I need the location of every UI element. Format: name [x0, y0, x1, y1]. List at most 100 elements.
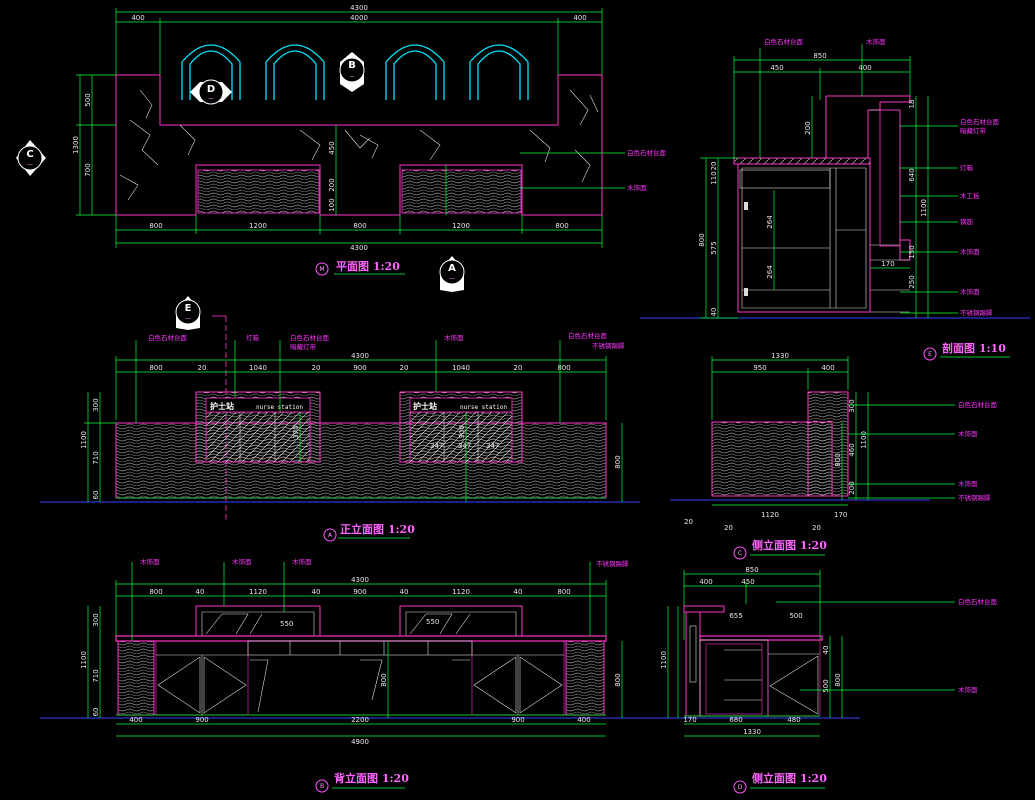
back-dim-t4: 40 — [312, 588, 321, 596]
section-note-lamp: 灯箱 — [960, 163, 974, 172]
plan-dim-bot-c: 800 — [353, 222, 366, 230]
section-dim-264a: 264 — [766, 215, 774, 229]
front-dim-g1: 347 — [430, 442, 443, 450]
side-elevation-d: 850 400 450 655 500 170 680 480 1330 110… — [660, 566, 998, 794]
svg-text:D: D — [738, 784, 743, 791]
sidec-dim-b4: 20 — [724, 524, 733, 532]
sidec-dim-total: 1330 — [771, 352, 789, 360]
plan-dim-top-total: 4300 — [350, 4, 368, 12]
sidec-dim-b1: 20 — [684, 518, 693, 526]
back-dim-t7: 1120 — [452, 588, 470, 596]
sided-dim-t1: 400 — [699, 578, 712, 586]
sided-dim-b3: 480 — [787, 716, 800, 724]
sidec-note-wood: 木饰面 — [958, 429, 978, 438]
back-note-wood: 木饰面 — [140, 557, 160, 566]
front-note-wood: 木饰面 — [444, 333, 464, 342]
sidec-title: 侧立面图 1:20 — [752, 538, 827, 552]
back-note-stainless: 不锈钢踢脚 — [596, 559, 629, 568]
back-dim-800b: 800 — [380, 673, 388, 686]
plan-dim-bot-total: 4300 — [350, 244, 368, 252]
section-dim-575: 575 — [710, 241, 718, 254]
plan-dim-top-right: 400 — [573, 14, 586, 22]
section-dim-264b: 264 — [766, 265, 774, 279]
front-dim-60: 60 — [92, 491, 100, 500]
front-sign-en-2: nurse station — [460, 404, 507, 411]
plan-note-stone: 白色石材台面 — [627, 148, 667, 157]
sidec-dim-b5: 20 — [812, 524, 821, 532]
section-view: 850 450 400 800 575 110 20 40 — [640, 37, 1030, 361]
section-note-board: 木饰面 — [960, 287, 980, 296]
svg-text:B: B — [348, 60, 356, 71]
section-note-frame: 木工板 — [960, 191, 980, 200]
sidec-dim-300: 300 — [848, 399, 856, 412]
section-note-floor: 不锈钢踢脚 — [960, 308, 993, 317]
svg-text:M: M — [319, 266, 324, 273]
front-note-tube: 暗藏灯带 — [290, 342, 317, 351]
section-dim-20: 20 — [710, 162, 718, 171]
section-dim-110: 110 — [710, 171, 718, 184]
back-dim-b2: 900 — [195, 716, 208, 724]
front-elevation: E — 4300 800 20 1040 20 900 20 1040 20 8… — [40, 296, 640, 542]
front-dim-g3: 347 — [486, 442, 499, 450]
back-elevation: 4300 800 40 1120 40 900 40 1120 40 800 5… — [40, 557, 660, 793]
front-note-lamp: 灯箱 — [246, 333, 260, 342]
plan-view: 4300 400 4000 400 1300 500 700 — [16, 4, 667, 292]
svg-text:—: — — [185, 315, 191, 322]
back-dim-t8: 40 — [514, 588, 523, 596]
sidec-note-stone: 白色石材台面 — [958, 400, 998, 409]
back-dim-b4: 900 — [511, 716, 524, 724]
section-title: 剖面图 1:10 — [942, 341, 1006, 355]
sided-note-stone: 白色石材台面 — [958, 597, 998, 606]
front-dim-300: 300 — [92, 398, 100, 411]
svg-text:—: — — [27, 161, 33, 168]
section-note-tube: 暗藏灯带 — [960, 126, 987, 135]
back-note-wood3: 木饰面 — [292, 557, 312, 566]
sidec-note-board: 木饰面 — [958, 479, 978, 488]
plan-dim-mid-3: 100 — [328, 198, 336, 211]
front-note-glass: 白色石材台面 — [290, 333, 330, 342]
front-dim-s1: 800 — [149, 364, 162, 372]
front-dim-s8: 20 — [514, 364, 523, 372]
plan-dim-bot-e: 800 — [555, 222, 568, 230]
svg-text:—: — — [349, 73, 355, 80]
section-marker-e: E — — [175, 296, 201, 330]
front-title: 正立面图 1:20 — [340, 522, 415, 536]
section-dim-40: 40 — [710, 308, 718, 317]
front-dim-s7: 1040 — [452, 364, 470, 372]
plan-dim-top-left: 400 — [131, 14, 144, 22]
sided-dim-t2: 450 — [741, 578, 754, 586]
section-note-glass: 白色石材台面 — [960, 117, 1000, 126]
back-dim-800: 800 — [614, 673, 622, 686]
section-marker-c: C — — [16, 140, 46, 176]
front-sign-cn-1: 护士站 — [210, 401, 234, 411]
section-note-shelf: 木饰面 — [960, 247, 980, 256]
front-dim-s2: 20 — [198, 364, 207, 372]
svg-text:—: — — [208, 95, 214, 102]
sided-title: 侧立面图 1:20 — [752, 771, 827, 785]
plan-dim-bot-d: 1200 — [452, 222, 470, 230]
section-marker-d: D — — [190, 79, 232, 105]
side-elevation-c: 1330 950 400 20 20 1120 170 20 1100 300 … — [670, 352, 998, 560]
front-dim-s6: 20 — [400, 364, 409, 372]
section-dim-top: 850 — [813, 52, 826, 60]
sided-dim-500: 500 — [822, 679, 830, 692]
section-dim-top-r: 400 — [858, 64, 871, 72]
sided-dim-655: 655 — [729, 612, 742, 620]
plan-dim-bot-a: 800 — [149, 222, 162, 230]
back-note-wood2: 木饰面 — [232, 557, 252, 566]
sidec-dim-b2: 1120 — [761, 511, 779, 519]
back-dim-t3: 1120 — [249, 588, 267, 596]
plan-chairs — [181, 44, 529, 100]
section-dim-200: 200 — [804, 121, 812, 134]
section-marker-a: A — — [439, 256, 465, 292]
plan-note-wood: 木饰面 — [627, 183, 647, 192]
front-note-stone: 白色石材台面 — [148, 333, 188, 342]
front-dim-800: 800 — [614, 455, 622, 468]
section-dim-170: 170 — [881, 260, 894, 268]
back-dim-550b: 550 — [426, 618, 439, 626]
front-dim-s4: 20 — [312, 364, 321, 372]
svg-text:A: A — [328, 532, 333, 539]
svg-text:D: D — [207, 84, 215, 95]
back-dim-t2: 40 — [196, 588, 205, 596]
